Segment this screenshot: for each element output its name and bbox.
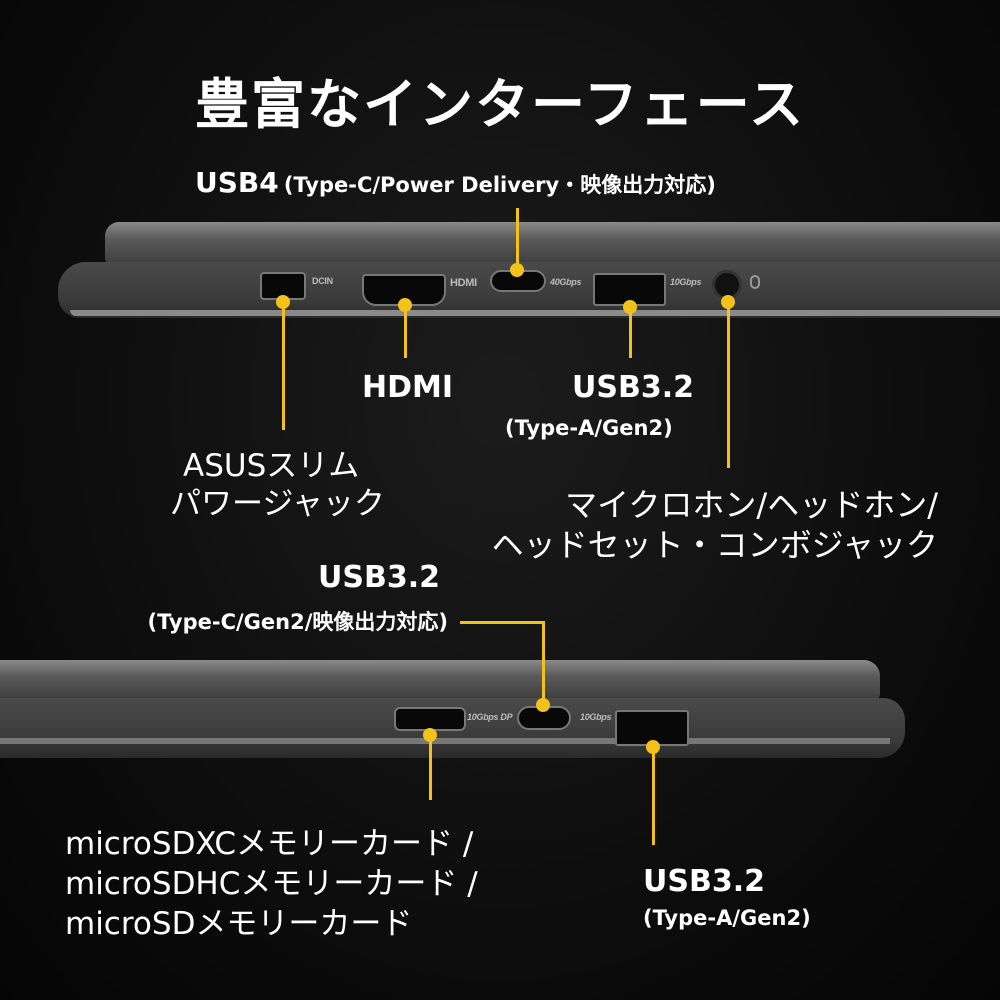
usb4-detail: (Type-C/Power Delivery・映像出力対応)	[283, 173, 716, 197]
sd-label-1: microSDXCメモリーカード /	[65, 826, 474, 862]
dcin-label-1: ASUSスリム	[183, 448, 360, 484]
dcin-label-2: パワージャック	[170, 486, 385, 522]
usb-c-bottom-detail: (Type-C/Gen2/映像出力対応)	[147, 610, 448, 634]
usb-c-speed-mark: 10Gbps DP	[467, 712, 513, 722]
usb-a-bottom-detail: (Type-A/Gen2)	[643, 906, 811, 930]
hdmi-mark: HDMI	[450, 277, 477, 289]
sd-label-3: microSDメモリーカード	[65, 906, 413, 942]
hdmi-label: HDMI	[362, 370, 454, 405]
usb-a-speed-mark: 10Gbps	[670, 277, 702, 287]
usb4-name: USB4	[195, 166, 279, 199]
usb4-label: USB4 (Type-C/Power Delivery・映像出力対応)	[195, 166, 716, 199]
usb-a-top-detail: (Type-A/Gen2)	[505, 416, 673, 440]
usb-a-bottom-label: USB3.2	[643, 864, 765, 899]
audio-label-2: ヘッドセット・コンボジャック	[491, 526, 938, 564]
usb4-speed-mark: 40Gbps	[550, 277, 582, 287]
audio-label-1: マイクロホン/ヘッドホン/	[565, 486, 938, 524]
usb-a-top-label: USB3.2	[572, 370, 694, 405]
usb-c-bottom-label: USB3.2	[318, 560, 440, 595]
dcin-mark: DCIN	[312, 276, 333, 286]
usb-a-bottom-speed-mark: 10Gbps	[580, 712, 612, 722]
page-title: 豊富なインターフェース	[194, 73, 806, 136]
headset-icon	[750, 275, 760, 289]
sd-label-2: microSDHCメモリーカード /	[65, 866, 478, 902]
